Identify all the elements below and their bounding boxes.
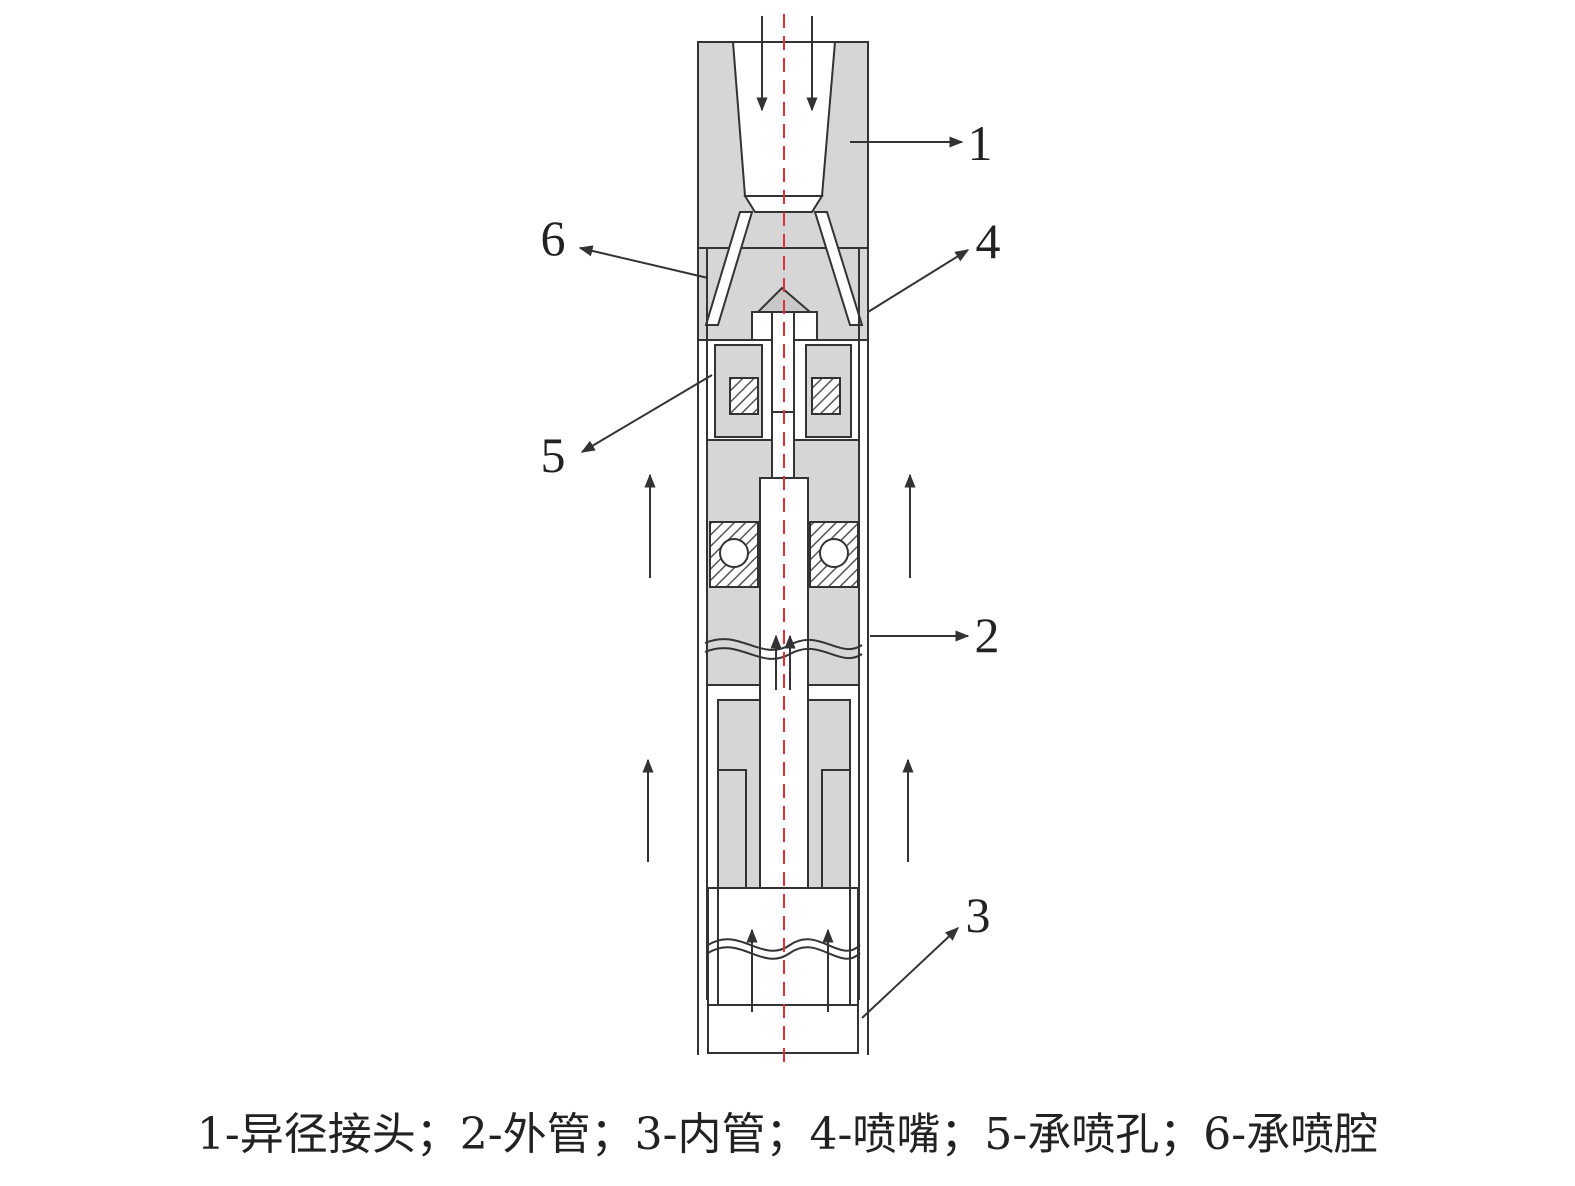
flow-arrows [642, 16, 916, 1012]
callout-1: 1 [968, 115, 993, 171]
callout-labels: 1 2 3 4 5 6 [541, 115, 1001, 943]
callout-3: 3 [966, 887, 991, 943]
callout-4: 4 [976, 213, 1001, 269]
callout-5: 5 [541, 427, 566, 483]
callout-2: 2 [975, 607, 1000, 663]
reducer-joint [697, 41, 869, 249]
callout-6: 6 [541, 210, 566, 266]
lower-body [717, 699, 851, 891]
figure-caption: 1-异径接头；2-外管；3-内管；4-喷嘴；5-承喷孔；6-承喷腔 [196, 1109, 1379, 1160]
leader-lines [578, 136, 970, 1019]
